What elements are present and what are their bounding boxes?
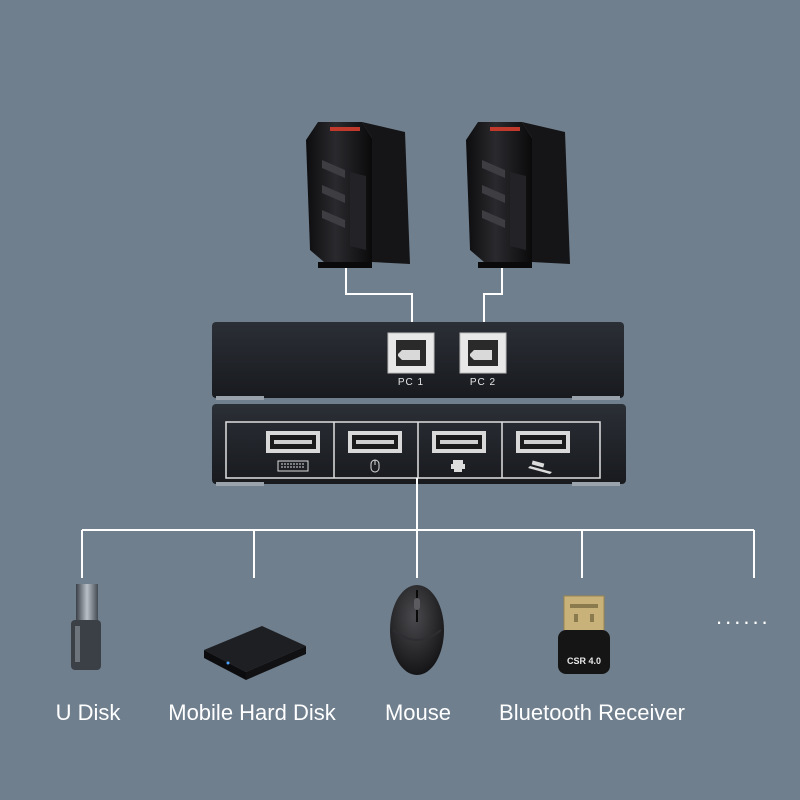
device-label-bluetooth-receiver: Bluetooth Receiver xyxy=(499,700,685,725)
usb-b-port-pc1 xyxy=(387,332,435,374)
mouse-icon xyxy=(370,459,380,473)
u-disk-image xyxy=(71,584,101,670)
printer-icon xyxy=(451,460,465,472)
device-connector-lines xyxy=(81,478,755,578)
more-devices-indicator: ...... xyxy=(716,604,771,629)
port-label-pc2: PC 2 xyxy=(469,377,497,388)
switch-back-panel xyxy=(212,322,624,400)
pc-tower-2 xyxy=(466,122,570,268)
usb-b-port-pc2 xyxy=(459,332,507,374)
keyboard-icon xyxy=(277,460,309,472)
mobile-hard-disk-image xyxy=(204,626,306,680)
usb-a-port-3 xyxy=(432,431,486,453)
port-label-pc1: PC 1 xyxy=(397,377,425,388)
bluetooth-marking: CSR 4.0 xyxy=(566,656,602,666)
scanner-icon xyxy=(528,460,552,474)
mouse-image xyxy=(390,585,444,675)
usb-a-port-1 xyxy=(266,431,320,453)
pc-connector-lines xyxy=(345,268,503,334)
pc-tower-1 xyxy=(306,122,410,268)
device-label-mouse: Mouse xyxy=(384,700,452,725)
device-label-mobile-hard-disk: Mobile Hard Disk xyxy=(168,700,336,725)
device-label-u-disk: U Disk xyxy=(55,700,121,725)
bluetooth-receiver-image xyxy=(558,595,610,674)
usb-a-port-4 xyxy=(516,431,570,453)
switch-front-panel xyxy=(212,404,626,486)
usb-a-port-2 xyxy=(348,431,402,453)
